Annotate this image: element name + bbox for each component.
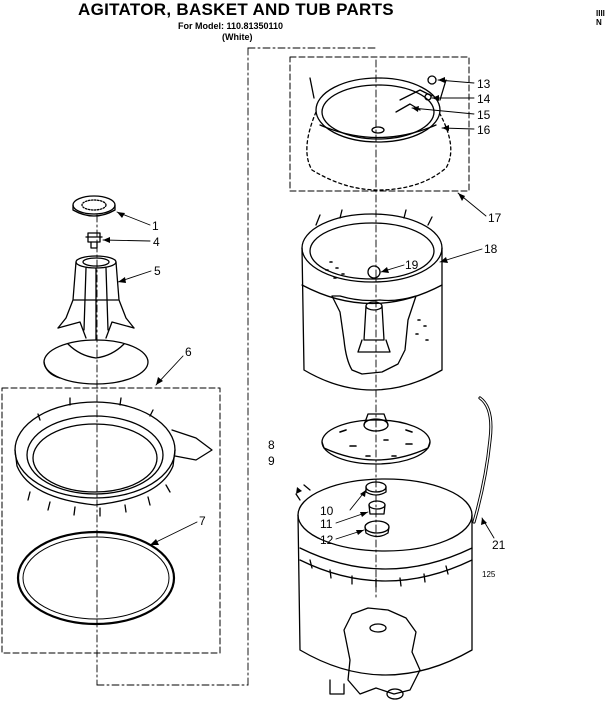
agitator-cap-part: [72, 195, 116, 217]
agitator-sub-box: [1, 387, 221, 654]
arrowheads: [103, 77, 487, 545]
ring-gasket-part: [16, 530, 176, 626]
leader-lines: [102, 79, 495, 546]
callout-18: 18: [484, 242, 498, 256]
hub-bearing-parts: [364, 481, 390, 538]
callout-8: 8: [268, 438, 275, 452]
callout-9: 9: [268, 454, 275, 468]
assembly-lines: [96, 47, 377, 686]
basket-hub-part: [306, 75, 452, 191]
callout-numbers: 1 4 5 6 7 8 9 10 11 12 13 14 15 16 17 18…: [152, 77, 506, 579]
splash-ring-part: [14, 397, 213, 517]
callout-19: 19: [405, 258, 419, 272]
callout-16: 16: [477, 123, 491, 137]
corner-text-line-1: IIII: [596, 9, 605, 18]
callout-6: 6: [185, 345, 192, 359]
callout-1: 1: [152, 219, 159, 233]
corner-text: IIII N: [596, 9, 608, 27]
hose-part: [472, 396, 493, 524]
callout-17: 17: [488, 211, 502, 225]
wash-basket-part: [301, 209, 443, 391]
callout-21: 21: [492, 538, 506, 552]
drive-plate-part: [321, 413, 431, 465]
callout-15: 15: [477, 108, 491, 122]
outer-tub-part: [295, 478, 473, 700]
callout-5: 5: [154, 264, 161, 278]
callout-7: 7: [199, 514, 206, 528]
callout-14: 14: [477, 92, 491, 106]
small-mark: 125: [482, 570, 496, 579]
diagram-title: AGITATOR, BASKET AND TUB PARTS: [78, 0, 394, 19]
agitator-part: [43, 255, 149, 385]
callout-10: 10: [320, 504, 334, 518]
callout-13: 13: [477, 77, 491, 91]
basket-hub-box: [289, 56, 470, 192]
callout-4: 4: [153, 235, 160, 249]
callout-12: 12: [320, 533, 334, 547]
model-line: For Model: 110.81350110: [178, 21, 284, 31]
callout-11: 11: [320, 517, 333, 531]
corner-text-line-2: N: [596, 18, 602, 27]
color-line: (White): [222, 32, 253, 42]
nut-part: [85, 232, 103, 249]
